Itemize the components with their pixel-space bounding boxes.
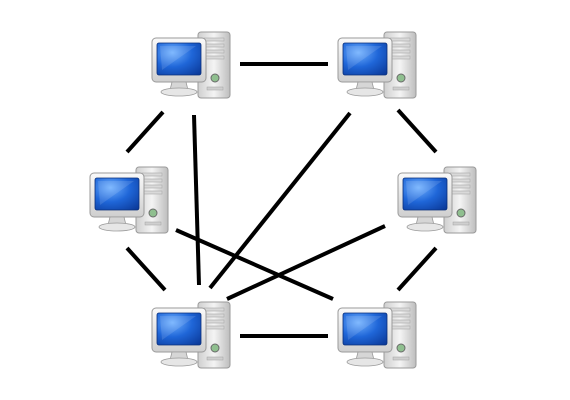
link-top-right-bottom-left [208, 111, 352, 290]
node-top-left [151, 31, 231, 99]
link-mid-right-bottom-left [226, 224, 386, 301]
node-bottom-right [337, 301, 417, 369]
desktop-computer-icon [337, 31, 417, 99]
link-top-left-bottom-left [192, 114, 201, 286]
link-mid-right-bottom-right [396, 246, 438, 292]
node-mid-left [89, 166, 169, 234]
link-top-right-mid-right [396, 108, 438, 154]
node-mid-right [397, 166, 477, 234]
link-mid-left-bottom-left [125, 246, 167, 292]
link-top-left-mid-left [125, 110, 165, 154]
desktop-computer-icon [397, 166, 477, 234]
desktop-computer-icon [337, 301, 417, 369]
desktop-computer-icon [151, 31, 231, 99]
nodes-layer [89, 31, 477, 369]
node-top-right [337, 31, 417, 99]
desktop-computer-icon [151, 301, 231, 369]
links-layer [125, 62, 438, 338]
desktop-computer-icon [89, 166, 169, 234]
link-mid-left-bottom-right [175, 228, 334, 301]
node-bottom-left [151, 301, 231, 369]
